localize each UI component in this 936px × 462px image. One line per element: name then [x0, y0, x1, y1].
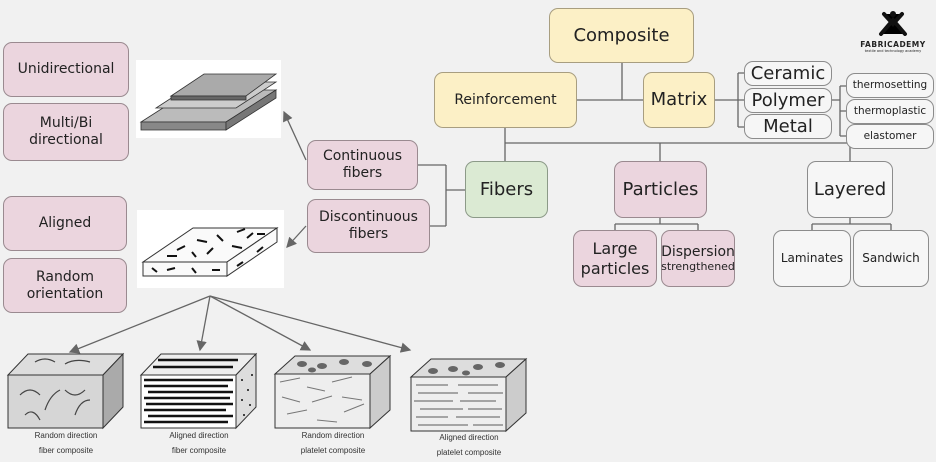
node-discontinuous-fibers: Discontinuous fibers — [307, 199, 430, 253]
node-matrix: Matrix — [643, 72, 715, 128]
node-dispersion-strengthened: Dispersion strengthened — [661, 230, 735, 287]
aligned-fiber-block-illustration — [139, 352, 258, 430]
node-laminates: Laminates — [773, 230, 851, 287]
node-large-particles: Large particles — [573, 230, 657, 287]
node-thermosetting: thermosetting — [846, 73, 934, 98]
caption-line2: fiber composite — [171, 446, 227, 456]
caption-random-platelet: Random direction platelet composite — [272, 428, 394, 458]
fabricademy-logo: FABRICADEMY textile and technology acade… — [852, 10, 934, 53]
laminate-illustration — [136, 60, 281, 138]
caption-line2: fiber composite — [38, 446, 94, 456]
node-composite: Composite — [549, 8, 694, 63]
logo-name: FABRICADEMY — [860, 40, 926, 49]
node-reinforcement: Reinforcement — [434, 72, 577, 128]
aligned-platelet-block-illustration — [409, 357, 528, 433]
node-aligned: Aligned — [3, 196, 127, 251]
node-multi-bi-directional: Multi/Bi directional — [3, 103, 129, 161]
logo-tagline: textile and technology academy — [864, 49, 922, 53]
fabricademy-logo-icon — [879, 11, 907, 36]
caption-line1: Random direction — [34, 431, 98, 440]
node-random-orientation: Random orientation — [3, 258, 127, 313]
caption-random-fiber: Random direction fiber composite — [5, 428, 127, 458]
caption-line1: Aligned direction — [169, 431, 229, 440]
random-fiber-block-illustration — [6, 352, 125, 430]
node-fibers: Fibers — [465, 161, 548, 218]
caption-line1: Aligned direction — [439, 433, 499, 442]
node-layered: Layered — [807, 161, 893, 218]
caption-aligned-platelet: Aligned direction platelet composite — [408, 430, 530, 460]
node-sandwich: Sandwich — [853, 230, 929, 287]
caption-line2: platelet composite — [300, 446, 366, 456]
node-elastomer: elastomer — [846, 124, 934, 149]
dispersion-label: Dispersion — [661, 243, 735, 260]
chopped-fiber-block-illustration — [137, 210, 284, 288]
caption-aligned-fiber: Aligned direction fiber composite — [138, 428, 260, 458]
caption-line2: platelet composite — [436, 448, 502, 458]
node-continuous-fibers: Continuous fibers — [307, 140, 418, 190]
node-ceramic: Ceramic — [744, 61, 832, 86]
random-platelet-block-illustration — [273, 354, 392, 430]
node-thermoplastic: thermoplastic — [846, 99, 934, 124]
dispersion-sub-label: strengthened — [661, 260, 735, 274]
node-metal: Metal — [744, 114, 832, 139]
node-particles: Particles — [614, 161, 707, 218]
node-unidirectional: Unidirectional — [3, 42, 129, 97]
caption-line1: Random direction — [301, 431, 365, 440]
node-polymer: Polymer — [744, 88, 832, 113]
